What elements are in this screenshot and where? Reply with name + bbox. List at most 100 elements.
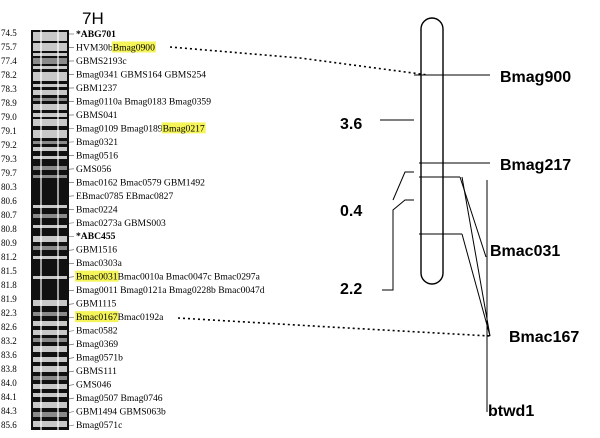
marker-label: GBMS2193c xyxy=(76,56,127,67)
bar-band xyxy=(33,66,67,69)
position-label: 85.6 xyxy=(1,420,17,430)
bar-band xyxy=(33,384,67,389)
bar-band xyxy=(33,130,67,138)
marker-connector xyxy=(68,249,75,251)
marker-label: Bmag0571b xyxy=(76,353,123,364)
marker-label: Bmag0516 xyxy=(76,150,118,161)
interval-line-b xyxy=(392,171,414,201)
highlighted-marker-label: Bmag0217 xyxy=(163,123,205,134)
marker-connector xyxy=(68,289,75,292)
bar-band xyxy=(33,90,67,95)
marker-connector xyxy=(68,276,75,278)
marker-label: Bmac0192a xyxy=(118,312,165,323)
bar-band xyxy=(33,357,67,362)
marker-connector xyxy=(68,330,75,332)
position-label: 83.6 xyxy=(1,350,17,360)
dotted-link-bmag900 xyxy=(169,46,429,76)
position-label: 74.5 xyxy=(1,28,17,38)
marker-label: Bmac0162 Bmac0579 GBM1492 xyxy=(76,177,205,188)
marker-label: GMS056 xyxy=(76,164,111,175)
bar-band xyxy=(33,43,67,51)
bar-band xyxy=(33,156,67,159)
marker-label: GBMS041 xyxy=(76,110,118,121)
position-label: 81.5 xyxy=(1,266,17,276)
marker-label: Bmag0110a Bmag0183 Bmag0359 xyxy=(76,96,211,107)
position-label: 81.8 xyxy=(1,280,17,290)
marker-btwd1-label: btwd1 xyxy=(488,403,534,420)
bar-band xyxy=(33,72,67,81)
marker-connector xyxy=(68,397,75,400)
bar-band xyxy=(33,421,67,427)
bar-band xyxy=(33,300,67,306)
position-label: 79.7 xyxy=(1,168,17,178)
marker-connector xyxy=(68,343,75,346)
interval-label-0-4: 0.4 xyxy=(340,203,362,220)
bar-band xyxy=(33,205,67,208)
marker-bmag217-label: Bmag217 xyxy=(500,157,571,174)
bar-band xyxy=(33,141,67,144)
marker-label: Bmag0507 Bmag0746 xyxy=(76,393,163,404)
position-label: 84.0 xyxy=(1,378,17,388)
position-label: 78.3 xyxy=(1,84,17,94)
marker-label: Bmag0011 Bmag0121a Bmag0228b Bmac0047d xyxy=(76,285,265,296)
marker-label: EBmac0785 EBmac0827 xyxy=(76,191,173,202)
dotted-link-bmac167 xyxy=(177,317,491,337)
bar-band xyxy=(33,104,67,110)
bar-band xyxy=(33,236,67,242)
position-label: 81.2 xyxy=(1,252,17,262)
marker-connectors xyxy=(68,33,75,427)
bar-band xyxy=(33,276,67,279)
marker-label: GBM1115 xyxy=(76,299,117,310)
bar-band xyxy=(33,366,67,372)
marker-highlight xyxy=(161,122,206,134)
position-label: 77.4 xyxy=(1,56,17,66)
marker-label: Bmag0109 Bmag0189 xyxy=(76,123,163,134)
bar-band xyxy=(33,98,67,101)
marker-highlight xyxy=(75,270,119,282)
bar-band xyxy=(33,214,67,218)
marker-label: Bmac0303a xyxy=(76,258,123,269)
bar-band xyxy=(33,393,67,397)
bar-band xyxy=(33,58,67,64)
interval-label-3-6: 3.6 xyxy=(340,116,362,133)
marker-label: GBMS111 xyxy=(76,366,117,377)
bar-band xyxy=(33,376,67,380)
position-label: 82.6 xyxy=(1,322,17,332)
highlighted-marker-label: Bmac0167 xyxy=(76,312,118,323)
marker-bmag900-label: Bmag900 xyxy=(500,69,571,86)
bar-band xyxy=(33,175,67,178)
marker-label: *ABG701 xyxy=(76,29,116,40)
bar-band xyxy=(33,225,67,228)
position-label: 79.3 xyxy=(1,154,17,164)
position-label: 78.2 xyxy=(1,70,17,80)
marker-connector xyxy=(68,262,75,265)
position-label: 80.8 xyxy=(1,224,17,234)
bar-band xyxy=(33,113,67,117)
marker-label: GBM1237 xyxy=(76,83,117,94)
marker-connector xyxy=(68,411,75,413)
bar-band xyxy=(33,84,67,87)
position-labels: 74.575.777.478.278.378.979.079.179.279.3… xyxy=(1,28,17,430)
marker-label: Bmag0571c xyxy=(76,420,122,431)
position-label: 75.7 xyxy=(1,42,17,52)
marker-label: Bmag0369 xyxy=(76,339,118,350)
marker-label: Bmac0224 xyxy=(76,204,118,215)
bar-band xyxy=(33,321,67,326)
marker-connector xyxy=(68,316,75,319)
interval-label-2-2: 2.2 xyxy=(340,281,362,298)
chromosome-bar xyxy=(31,30,69,430)
bar-band xyxy=(33,338,67,342)
schematic-chromosome xyxy=(420,17,444,285)
marker-bmac031-label: Bmac031 xyxy=(490,243,560,260)
position-label: 80.7 xyxy=(1,210,17,220)
chromosome-label: 7H xyxy=(82,9,104,28)
marker-connector xyxy=(68,303,75,305)
marker-highlight xyxy=(111,41,156,53)
bar-band xyxy=(33,330,67,335)
marker-connector xyxy=(68,384,75,386)
marker-connector xyxy=(68,235,75,238)
marker-connector xyxy=(68,370,75,373)
bar-band xyxy=(33,412,67,417)
